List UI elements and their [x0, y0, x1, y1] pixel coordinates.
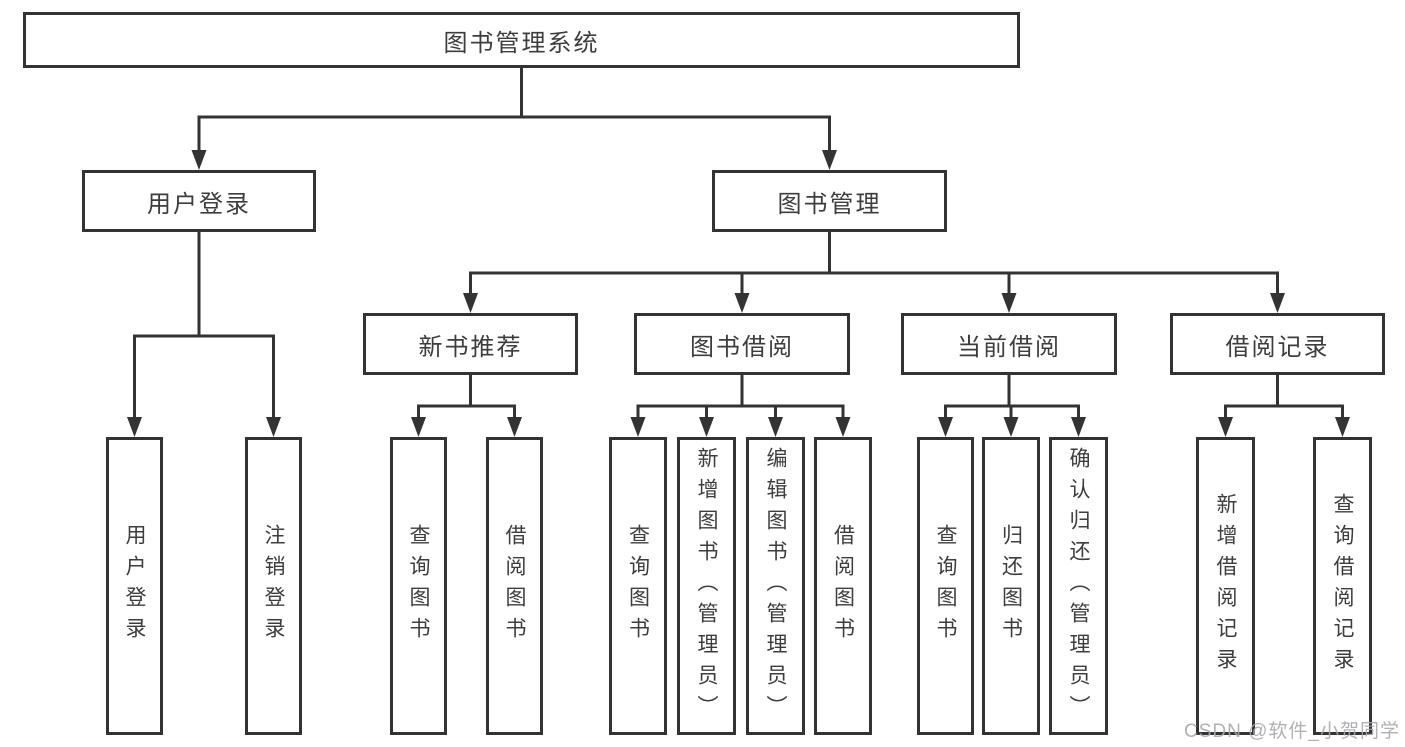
- node-label: 查询图书: [934, 524, 957, 648]
- leaf-confirm-return-admin: 确认归还（管理员）: [1049, 437, 1108, 735]
- node-label: 确认归还（管理员）: [1067, 446, 1090, 726]
- leaf-query-borrow-record: 查询借阅记录: [1313, 437, 1372, 735]
- node-label: 新增图书（管理员）: [695, 446, 718, 726]
- node-label: 查询借阅记录: [1331, 493, 1354, 679]
- node-current-borrowing: 当前借阅: [901, 313, 1117, 375]
- csdn-watermark: CSDN @软件_小贺同学: [1184, 721, 1400, 742]
- node-label: 查询图书: [407, 524, 430, 648]
- node-label: 当前借阅: [957, 333, 1061, 361]
- leaf-add-borrow-record: 新增借阅记录: [1196, 437, 1255, 735]
- node-label: 用户登录: [123, 524, 146, 648]
- node-label: 归还图书: [999, 524, 1023, 648]
- node-label: 图书借阅: [690, 333, 794, 361]
- node-label: 编辑图书（管理员）: [764, 446, 787, 726]
- leaf-user-login: 用户登录: [106, 437, 163, 735]
- leaf-query-books-current: 查询图书: [917, 437, 974, 735]
- node-label: 用户登录: [147, 190, 251, 218]
- node-label: 查询图书: [626, 524, 650, 648]
- node-book-borrowing: 图书借阅: [634, 313, 850, 375]
- node-label: 图书管理系统: [443, 29, 600, 57]
- node-label: 借阅图书: [503, 524, 526, 648]
- node-label: 新书推荐: [418, 333, 523, 361]
- leaf-add-books-admin: 新增图书（管理员）: [677, 437, 736, 735]
- node-label: 新增借阅记录: [1214, 493, 1237, 679]
- node-label: 注销登录: [262, 524, 285, 648]
- node-label: 借阅记录: [1225, 333, 1330, 361]
- node-book-management: 图书管理: [712, 170, 947, 232]
- node-user-login: 用户登录: [82, 170, 316, 232]
- leaf-query-books-borrowing: 查询图书: [609, 437, 667, 735]
- node-new-book-recommendation: 新书推荐: [363, 313, 578, 375]
- leaf-logout: 注销登录: [245, 437, 302, 735]
- leaf-borrow-books: 借阅图书: [814, 437, 872, 735]
- leaf-borrow-books-recommendation: 借阅图书: [486, 437, 543, 735]
- node-label: 图书管理: [777, 190, 882, 218]
- arrowheads: [127, 150, 1350, 437]
- leaf-query-books-recommendation: 查询图书: [390, 437, 447, 735]
- node-library-management-system: 图书管理系统: [23, 12, 1020, 68]
- leaf-return-books: 归还图书: [982, 437, 1040, 735]
- node-borrowing-records: 借阅记录: [1170, 313, 1385, 375]
- leaf-edit-books-admin: 编辑图书（管理员）: [746, 437, 805, 735]
- node-label: 借阅图书: [831, 524, 855, 648]
